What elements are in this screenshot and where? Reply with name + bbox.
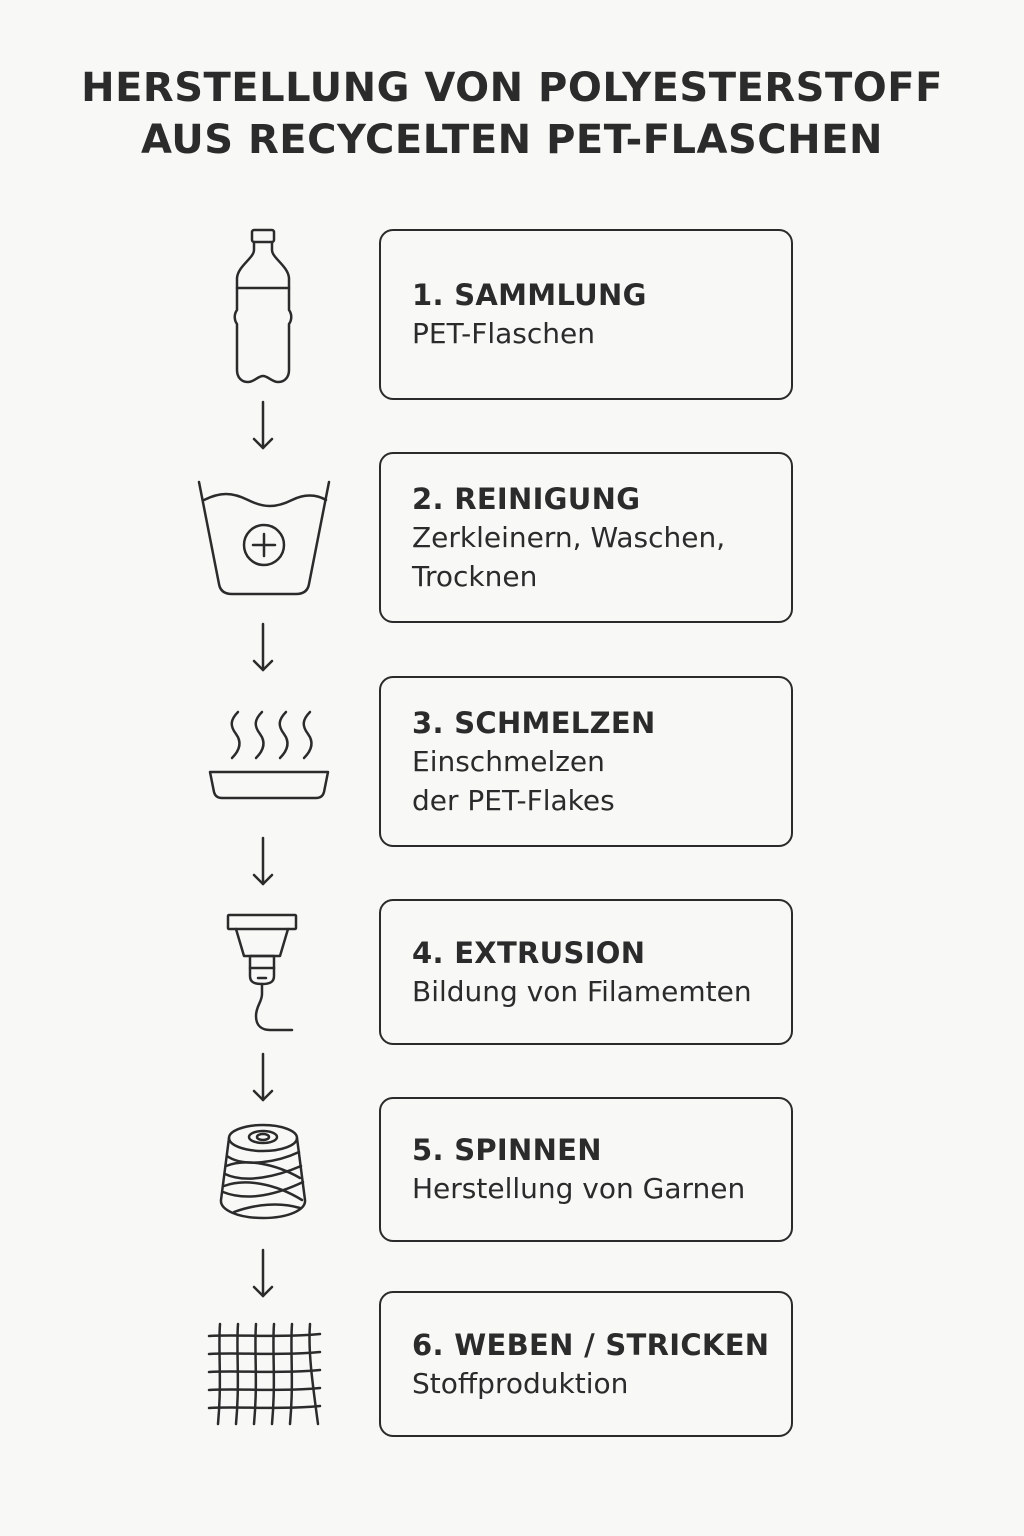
step-description: PET-Flaschen [412, 317, 595, 350]
extruder-nozzle-icon [224, 912, 302, 1038]
wash-basin-icon [196, 478, 332, 598]
diagram-title: HERSTELLUNG VON POLYESTERSTOFF AUS RECYC… [0, 62, 1024, 166]
title-line-2: AUS RECYCELTEN PET-FLASCHEN [141, 117, 883, 163]
woven-fabric-icon [206, 1320, 324, 1430]
step-description: Herstellung von Garnen [412, 1172, 746, 1205]
flow-arrow-4 [248, 1052, 278, 1104]
step-title: 4. EXTRUSION [412, 935, 646, 970]
step-card-reinigung: 2. REINIGUNG Zerkleinern, Waschen, Trock… [379, 452, 793, 623]
flow-arrow-5 [248, 1248, 278, 1300]
flow-arrow-2 [248, 622, 278, 674]
step-card-weben-stricken: 6. WEBEN / STRICKEN Stoffproduktion [379, 1291, 793, 1437]
step-title: 6. WEBEN / STRICKEN [412, 1327, 770, 1362]
step-card-extrusion: 4. EXTRUSION Bildung von Filamemten [379, 899, 793, 1045]
step-card-schmelzen: 3. SCHMELZEN Einschmelzen der PET-Flakes [379, 676, 793, 847]
bottle-icon [232, 228, 294, 384]
title-line-1: HERSTELLUNG VON POLYESTERSTOFF [81, 65, 943, 111]
step-title: 1. SAMMLUNG [412, 278, 647, 312]
step-description: Zerkleinern, Waschen, Trocknen [412, 520, 726, 593]
flow-arrow-3 [248, 836, 278, 888]
step-description: Bildung von Filamemten [412, 974, 752, 1008]
step-title: 5. SPINNEN [412, 1133, 602, 1167]
step-title: 2. REINIGUNG [412, 481, 641, 516]
step-card-sammlung: 1. SAMMLUNG PET-Flaschen [379, 229, 793, 400]
step-card-spinnen: 5. SPINNEN Herstellung von Garnen [379, 1097, 793, 1242]
step-description: Einschmelzen der PET-Flakes [412, 744, 615, 817]
step-title: 3. SCHMELZEN [412, 705, 656, 740]
melting-pan-icon [206, 706, 332, 802]
step-description: Stoffproduktion [412, 1366, 629, 1400]
yarn-spool-icon [216, 1122, 310, 1222]
flow-arrow-1 [248, 400, 278, 452]
